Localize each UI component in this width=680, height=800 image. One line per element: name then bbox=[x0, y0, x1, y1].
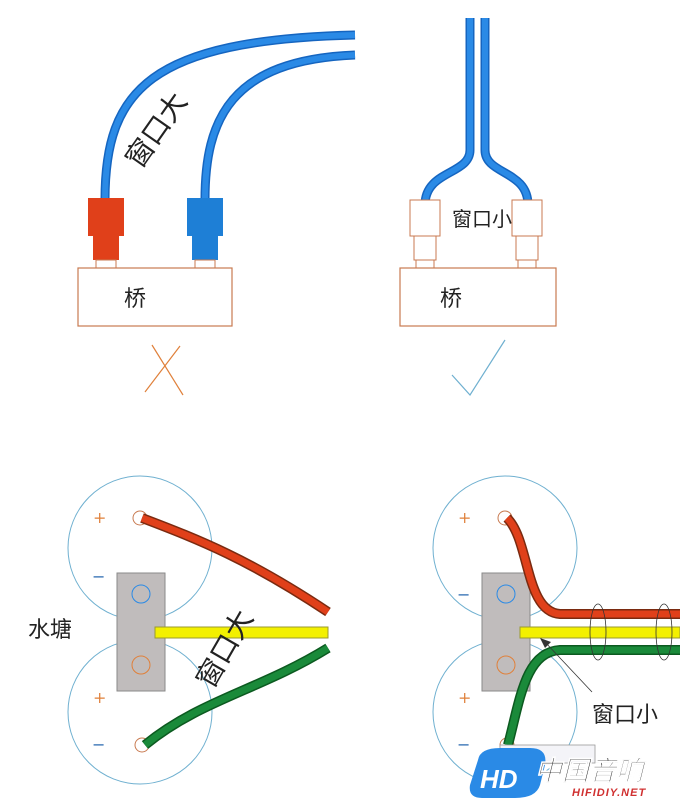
top-left-panel: 桥 窗口大 bbox=[77, 30, 356, 396]
minus-sign: − bbox=[457, 735, 470, 754]
window-label: 窗口小 bbox=[452, 207, 512, 231]
wire-right bbox=[200, 50, 356, 201]
minus-sign: − bbox=[92, 735, 105, 754]
check-mark-icon bbox=[451, 339, 506, 396]
minus-sign: − bbox=[92, 567, 105, 586]
window-label: 窗口大 bbox=[189, 604, 260, 693]
blue-connector bbox=[187, 198, 223, 236]
bridge-label: 桥 bbox=[440, 287, 462, 312]
cross-mark-icon bbox=[144, 344, 184, 396]
bridge bbox=[399, 267, 557, 327]
bottom-right-panel: + + − − 窗口小 bbox=[432, 475, 680, 785]
plus-sign: + bbox=[93, 508, 106, 527]
pond-label: 水塘 bbox=[28, 618, 72, 643]
bottom-left-panel: + + − − 水塘 窗口大 bbox=[28, 475, 331, 785]
plus-sign: + bbox=[458, 688, 471, 707]
top-right-panel: 桥 窗口小 bbox=[399, 18, 557, 396]
svg-text:中国音响: 中国音响 bbox=[535, 756, 647, 787]
plus-sign: + bbox=[93, 688, 106, 707]
svg-text:HD: HD bbox=[480, 764, 518, 794]
arrow-icon bbox=[540, 638, 551, 648]
red-connector bbox=[88, 198, 124, 236]
bridge-label: 桥 bbox=[124, 287, 146, 312]
minus-sign: − bbox=[457, 585, 470, 604]
plus-sign: + bbox=[458, 508, 471, 527]
svg-text:HIFIDIY.NET: HIFIDIY.NET bbox=[572, 787, 646, 799]
watermark-logo: HD 中国音响 HIFIDIY.NET bbox=[469, 744, 647, 799]
window-label: 窗口小 bbox=[592, 703, 658, 728]
bridge bbox=[77, 267, 233, 327]
